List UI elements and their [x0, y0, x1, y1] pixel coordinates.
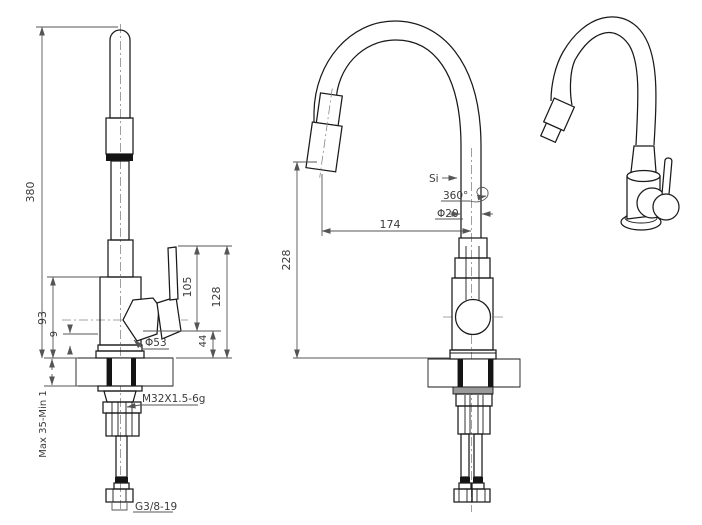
- persp-handle-knob: [652, 193, 680, 221]
- handle-joint: [122, 297, 160, 342]
- perspective-view: [539, 16, 680, 231]
- front-hose-collar-right: [471, 482, 485, 490]
- gooseneck-inner: [334, 39, 462, 238]
- dim-handle-overall-label: 128: [210, 287, 223, 308]
- front-hose-collar-left: [458, 482, 472, 490]
- dim-base-plate-label: 9: [49, 331, 60, 337]
- hose-collar: [113, 482, 130, 490]
- front-hose-nut-left: [453, 488, 473, 503]
- persp-handle-lever-group: [661, 157, 673, 197]
- spray-head-axis: [319, 88, 333, 178]
- spray-sleeve-band: [106, 154, 133, 161]
- side-faucet-outline: [95, 29, 182, 359]
- dim-outlet-height-label: 228: [280, 250, 293, 271]
- persp-neck-outer: [550, 16, 657, 146]
- dim-hose-bracket: [111, 503, 128, 511]
- front-hatch-left: [427, 358, 459, 388]
- washer: [97, 385, 143, 392]
- thread-adapter: [103, 390, 137, 403]
- front-undercounter-hardware: [452, 386, 494, 503]
- front-hose-nut-right: [471, 488, 491, 503]
- spray-head-group: [305, 88, 344, 178]
- dim-body-diameter-leader: [133, 339, 144, 350]
- spout-tube: [110, 160, 130, 241]
- persp-spray-head-group: [539, 97, 576, 144]
- hose-nut: [105, 488, 134, 503]
- front-gooseneck: [305, 20, 482, 238]
- gooseneck-outer: [313, 20, 482, 238]
- front-hose-band-left: [460, 477, 470, 483]
- shank-wall-right: [131, 358, 136, 386]
- front-washer: [452, 386, 494, 395]
- dim-base-clearance-label: 44: [198, 335, 209, 348]
- front-mounting-nut: [457, 405, 491, 435]
- front-shank-wall-right: [488, 359, 493, 387]
- side-dimensions: 380 93 9 105 44 128 Φ53 Max 35-Min: [24, 26, 232, 513]
- neck-step-upper: [458, 237, 488, 259]
- mounting-nut-top: [102, 401, 142, 414]
- dim-body-height-label: 93: [36, 311, 49, 325]
- handle-lever: [167, 246, 179, 301]
- shank-wall-left: [107, 358, 112, 386]
- base-plate-upper: [97, 344, 143, 352]
- dim-hose-thread-label: G3/8-19: [135, 501, 177, 513]
- dim-body-diameter-label: Φ53: [145, 337, 167, 349]
- front-hose-right: [473, 433, 483, 478]
- persp-handle-lever: [661, 157, 673, 197]
- neck-step-lower: [454, 257, 491, 279]
- persp-spray-tip: [539, 122, 562, 144]
- handle-base: [156, 296, 182, 340]
- front-hose-left: [460, 433, 470, 478]
- front-view: 228 174 Si 360° Φ20: [280, 20, 521, 512]
- dim-swivel-label: 360°: [443, 190, 468, 202]
- swivel-rotation-arrow: [469, 186, 489, 203]
- shank-hole: [112, 358, 131, 386]
- dim-mounting-thread-leader: [126, 402, 141, 409]
- spout-tip: [109, 29, 131, 119]
- persp-neck-inner: [569, 31, 639, 146]
- side-countertop-section: [75, 357, 174, 387]
- front-shank-wall-left: [458, 359, 463, 387]
- ball-joint: [454, 298, 492, 336]
- mounting-nut: [105, 412, 140, 437]
- base-plate-lower: [95, 350, 145, 359]
- dim-handle-height-label: 105: [181, 277, 194, 298]
- spout-tag-label: Si: [429, 173, 439, 185]
- spray-sleeve: [105, 117, 134, 155]
- dim-pipe-diameter-label: Φ20: [437, 208, 459, 220]
- front-nut-top: [455, 393, 493, 407]
- countertop-hatch-left: [75, 357, 108, 387]
- dim-overall-height-label: 380: [24, 182, 37, 203]
- persp-neck-collar: [630, 145, 657, 173]
- dim-reach-label: 174: [380, 218, 401, 231]
- hose-band: [115, 477, 128, 483]
- countertop-hatch-right: [134, 357, 174, 387]
- front-hose-band-right: [473, 477, 483, 483]
- front-hatch-right: [492, 358, 521, 388]
- front-dimensions: 228 174 Si 360° Φ20: [280, 161, 493, 359]
- front-countertop-section: [427, 358, 521, 388]
- front-shank-hole: [463, 359, 488, 387]
- dim-mounting-thread-label: M32X1.5-6g: [142, 393, 205, 405]
- front-body: [449, 237, 497, 360]
- supply-hose: [115, 435, 128, 478]
- side-view: 380 93 9 105 44 128 Φ53 Max 35-Min: [24, 24, 232, 513]
- side-undercounter-hardware: [97, 385, 143, 503]
- front-base-plate: [449, 349, 497, 360]
- dim-counter-range-label: Max 35-Min 1: [38, 390, 49, 457]
- persp-body-top: [626, 169, 661, 183]
